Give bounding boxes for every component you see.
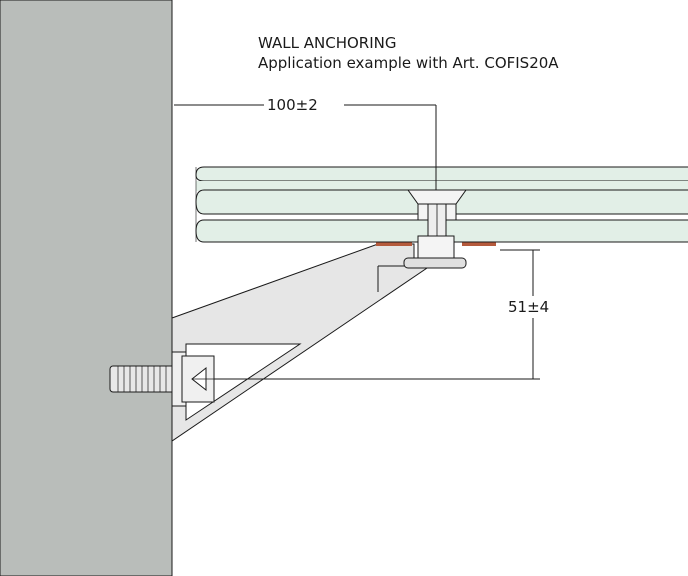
dimension-horizontal-label: 100±2	[267, 96, 318, 114]
dimension-vertical-label: 51±4	[508, 298, 549, 316]
diagram-subtitle: Application example with Art. COFIS20A	[258, 54, 559, 72]
dimension-vertical: 51±4	[214, 249, 549, 380]
wall	[0, 0, 173, 576]
bracket-outer	[171, 243, 432, 442]
glass-fixing-hardware	[403, 189, 467, 269]
diagram-title: WALL ANCHORING	[258, 34, 397, 52]
dimension-horizontal: 100±2	[171, 96, 437, 190]
gasket-right	[462, 241, 496, 246]
glass-panel	[195, 166, 688, 243]
gasket-left	[376, 241, 412, 246]
wall-anchor-bolt	[109, 351, 215, 407]
